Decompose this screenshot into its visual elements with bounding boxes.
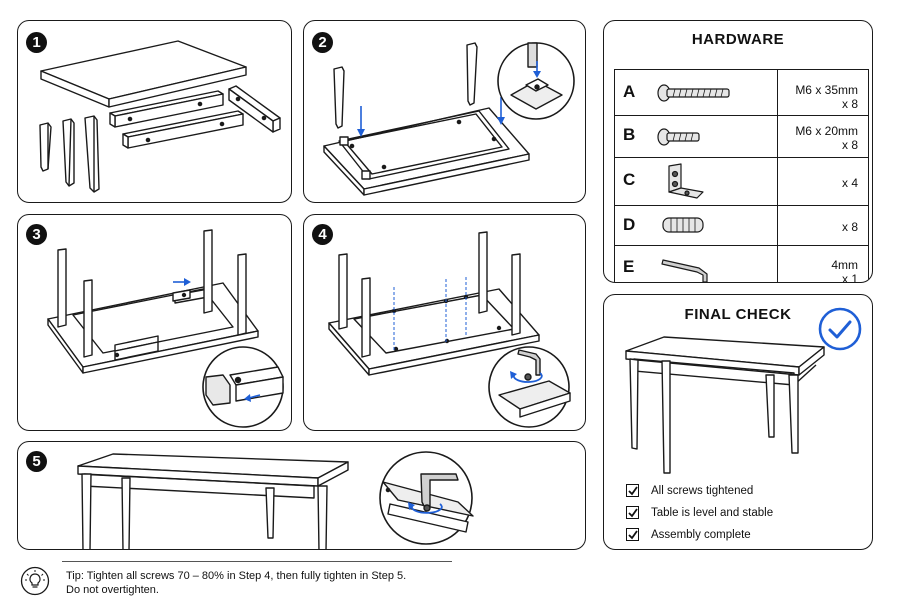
table-leg: [466, 42, 478, 106]
corner-bracket-icon: [668, 163, 704, 199]
rotate-arrow: [512, 372, 543, 383]
hardware-qty: x 8: [841, 97, 858, 111]
table-leg: [765, 374, 775, 438]
final-check-title: FINAL CHECK: [684, 306, 792, 323]
table-leg: [333, 66, 345, 129]
hardware-letter: E: [623, 257, 635, 276]
step-2-panel: 2: [303, 20, 586, 203]
hardware-letter: C: [623, 170, 636, 189]
table-leg: [478, 231, 488, 314]
checklist-label: Assembly complete: [651, 528, 751, 541]
table-leg: [361, 277, 371, 358]
hardware-spec: 4mm: [831, 258, 858, 272]
step-1-illustration: [39, 40, 281, 193]
check-circle-icon: [818, 307, 862, 351]
hardware-qty: x 8: [841, 220, 858, 234]
step-3-panel: 3: [17, 214, 292, 431]
table-leg: [57, 248, 67, 328]
checklist-item[interactable]: Assembly complete: [626, 528, 751, 541]
tightening-detail: [498, 349, 571, 418]
insert-arrow: [357, 97, 505, 137]
table-leg: [39, 122, 52, 172]
hardware-spec: M6 x 35mm: [795, 83, 858, 97]
step-5-badge: 5: [26, 451, 47, 472]
final-tightening-detail: [382, 473, 474, 533]
long-bolt-icon: [657, 84, 730, 102]
tip-text: Tip: Tighten all screws 70 – 80% in Step…: [66, 569, 406, 597]
step-2-illustration: [323, 42, 575, 196]
rail-joint-detail: [205, 366, 284, 406]
wooden-dowel-icon: [662, 217, 704, 233]
hardware-table: A M6 x 35mm x 8 B M6 x 20mm x 8 C: [614, 69, 869, 283]
hardware-qty: x 8: [841, 138, 858, 152]
table-leg: [62, 118, 75, 187]
step-5-illustration: [77, 451, 474, 549]
hardware-qty: x 4: [841, 176, 858, 190]
hardware-panel: HARDWARE A M6 x 35mm x 8 B M6 x 20mm x 8…: [603, 20, 873, 283]
join-arrow: [173, 278, 191, 286]
checklist-item[interactable]: All screws tightened: [626, 484, 753, 497]
step-4-badge: 4: [312, 224, 333, 245]
step-4-panel: 4: [303, 214, 586, 431]
hardware-letter: D: [623, 215, 636, 234]
final-check-panel: FINAL CHECK All screws tightened Table i…: [603, 294, 873, 550]
checkbox-checked[interactable]: [626, 528, 639, 541]
table-leg: [83, 279, 93, 358]
step-1-panel: 1: [17, 20, 292, 203]
hardware-letter: B: [623, 125, 636, 144]
table-leg: [317, 485, 328, 549]
assembled-table-illustration: [625, 336, 825, 474]
hardware-title: HARDWARE: [691, 31, 785, 48]
tip-divider: [62, 561, 452, 562]
hardware-row-c: C x 4: [615, 158, 868, 206]
rotate-arrow: [410, 503, 443, 514]
table-leg: [661, 360, 671, 474]
tip-line-2: Do not overtighten.: [66, 584, 159, 596]
checklist-label: Table is level and stable: [651, 506, 774, 519]
hardware-letter: A: [623, 82, 636, 101]
table-leg: [629, 358, 639, 450]
step-2-badge: 2: [312, 32, 333, 53]
tip-line-1: Tip: Tighten all screws 70 – 80% in Step…: [66, 570, 407, 582]
hardware-spec: M6 x 20mm: [795, 124, 858, 138]
checkbox-checked[interactable]: [626, 506, 639, 519]
table-leg: [121, 477, 131, 549]
table-leg: [338, 253, 348, 330]
table-leg: [237, 253, 247, 336]
hardware-row-d: D x 8: [615, 206, 868, 246]
short-bolt-icon: [657, 128, 700, 146]
bracket-detail: [510, 42, 563, 110]
table-leg: [265, 487, 275, 539]
step-5-panel: 5: [17, 441, 586, 550]
step-3-badge: 3: [26, 224, 47, 245]
table-leg: [84, 115, 100, 193]
step-3-illustration: [47, 229, 284, 428]
step-1-badge: 1: [26, 32, 47, 53]
checklist-item[interactable]: Table is level and stable: [626, 506, 773, 519]
hardware-row-e: E 4mm x 1: [615, 246, 868, 283]
step-4-illustration: [328, 231, 571, 428]
allen-key-icon: [661, 259, 708, 282]
checkbox-checked[interactable]: [626, 484, 639, 497]
hardware-qty: x 1: [841, 272, 858, 283]
table-leg: [788, 374, 799, 454]
checklist-label: All screws tightened: [651, 484, 754, 497]
lightbulb-icon: [20, 566, 50, 596]
table-leg: [203, 229, 213, 314]
table-leg: [511, 253, 521, 336]
screw-guide-line: [393, 277, 467, 351]
table-leg: [81, 473, 92, 549]
hardware-row-a: A M6 x 35mm x 8: [615, 70, 868, 116]
hardware-row-b: B M6 x 20mm x 8: [615, 116, 868, 158]
